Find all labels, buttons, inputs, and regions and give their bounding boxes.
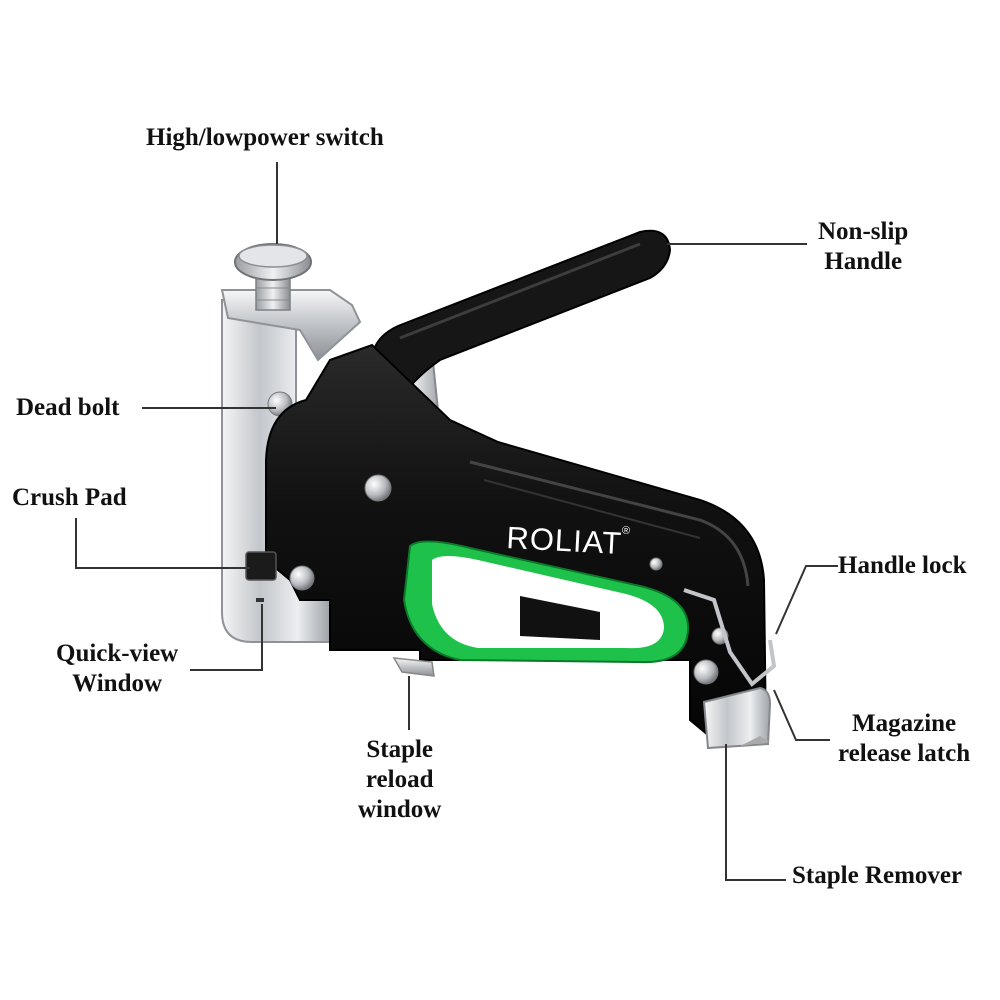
label-non-slip-handle: Non-slip Handle (818, 218, 909, 275)
label-magazine-release-latch: Magazine release latch (838, 710, 971, 767)
label-dead-bolt: Dead bolt (16, 394, 120, 421)
handle-lock-wire (683, 588, 777, 687)
label-staple-reload-window: Staple reload window (358, 736, 442, 823)
release-latch (702, 686, 772, 750)
quick-view-slot (256, 598, 264, 602)
crush-pad-window (245, 551, 277, 581)
label-handle-lock: Handle lock (838, 552, 967, 579)
leader-lines (75, 162, 838, 881)
power-switch-knob (234, 243, 312, 311)
label-crush-pad: Crush Pad (12, 484, 127, 511)
brand-logo: ROLIAT (506, 520, 623, 561)
staple-reload-tab (392, 657, 435, 677)
label-staple-remover: Staple Remover (792, 862, 963, 889)
stapler-body (265, 343, 768, 747)
label-quick-view-window: Quick-view Window (56, 640, 179, 697)
brand-mark: ® (622, 525, 630, 537)
label-power-switch: High/lowpower switch (146, 124, 384, 151)
